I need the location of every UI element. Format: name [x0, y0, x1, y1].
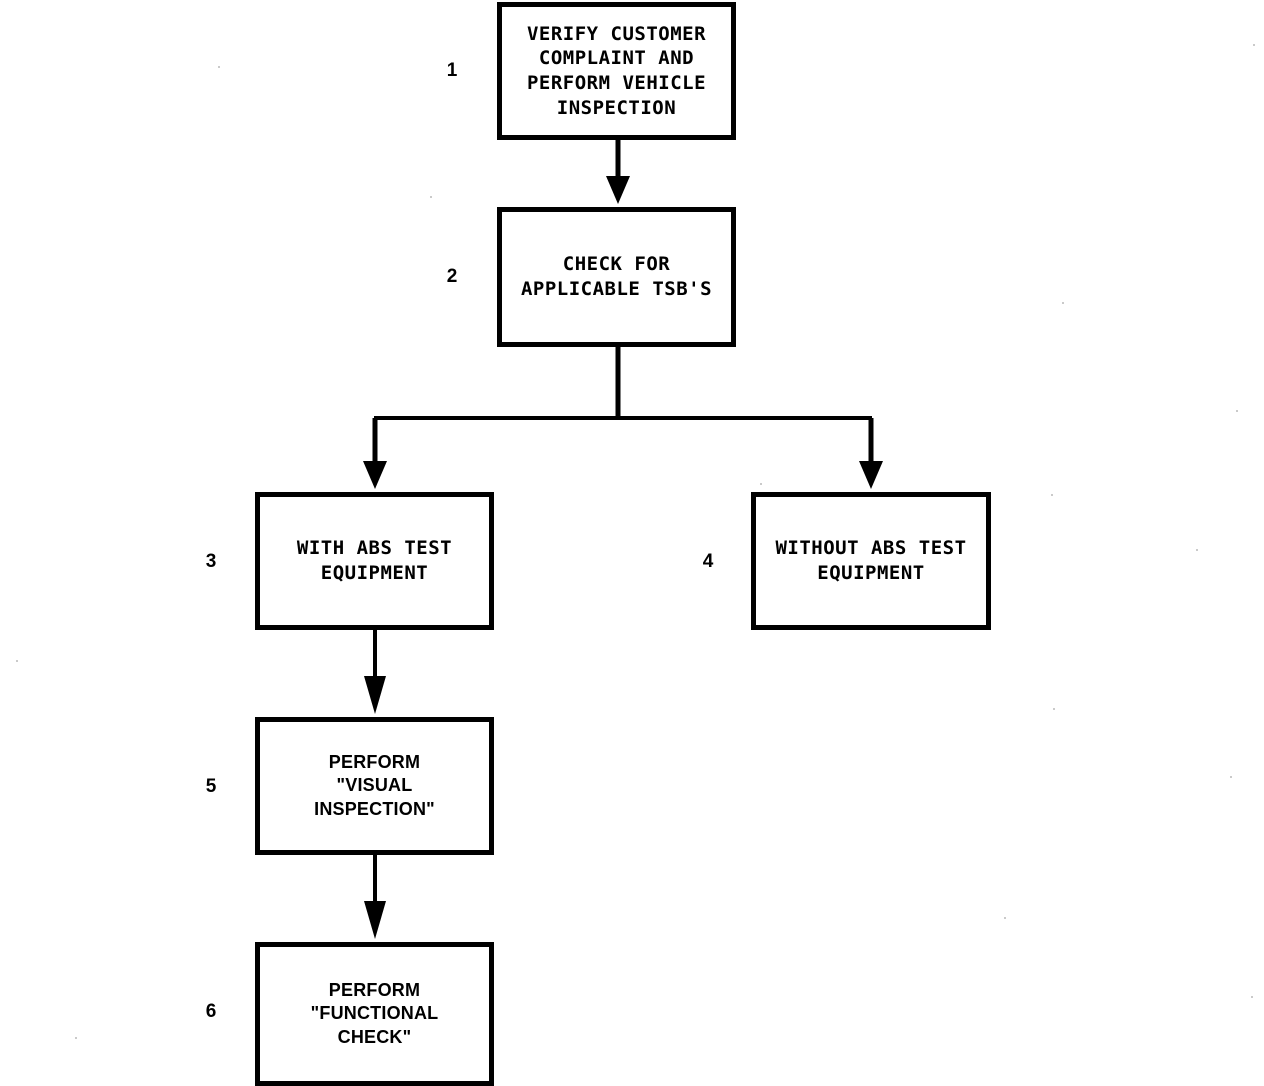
- step-number-1: 1: [446, 60, 458, 81]
- scan-speck: [218, 66, 220, 68]
- step-number-6: 6: [205, 1001, 217, 1022]
- scan-speck: [1230, 776, 1232, 778]
- process-box-1[interactable]: VERIFY CUSTOMER COMPLAINT AND PERFORM VE…: [497, 2, 736, 140]
- scan-speck: [760, 483, 762, 485]
- process-box-5[interactable]: PERFORM "VISUAL INSPECTION": [255, 717, 494, 855]
- scan-speck: [430, 196, 432, 198]
- step-number-4: 4: [702, 551, 714, 572]
- scan-speck: [1062, 302, 1064, 304]
- scan-speck: [1251, 996, 1253, 998]
- process-box-4[interactable]: WITHOUT ABS TEST EQUIPMENT: [751, 492, 991, 630]
- scan-speck: [1253, 44, 1255, 46]
- connector-5-to-6: [364, 855, 386, 939]
- connector-2-to-3: [363, 418, 387, 489]
- scan-speck: [1236, 410, 1238, 412]
- process-box-2-label: CHECK FOR APPLICABLE TSB'S: [520, 253, 713, 300]
- process-box-5-label: PERFORM "VISUAL INSPECTION": [314, 751, 435, 819]
- connector-2-branch-bus: [374, 347, 872, 420]
- process-box-6-label: PERFORM "FUNCTIONAL CHECK": [310, 979, 439, 1047]
- process-box-2[interactable]: CHECK FOR APPLICABLE TSB'S: [497, 207, 736, 347]
- connector-3-to-5: [364, 630, 386, 714]
- process-box-4-label: WITHOUT ABS TEST EQUIPMENT: [775, 537, 967, 584]
- process-box-3-label: WITH ABS TEST EQUIPMENT: [296, 537, 453, 584]
- step-number-3: 3: [205, 551, 217, 572]
- process-box-6[interactable]: PERFORM "FUNCTIONAL CHECK": [255, 942, 494, 1086]
- scan-speck: [75, 1037, 77, 1039]
- scan-speck: [1004, 917, 1006, 919]
- scan-speck: [1051, 494, 1053, 496]
- connector-1-to-2: [606, 140, 630, 204]
- scan-speck: [1053, 708, 1055, 710]
- step-number-2: 2: [446, 266, 458, 287]
- scan-speck: [1196, 549, 1198, 551]
- step-number-5: 5: [205, 776, 217, 797]
- process-box-1-label: VERIFY CUSTOMER COMPLAINT AND PERFORM VE…: [526, 22, 707, 119]
- process-box-3[interactable]: WITH ABS TEST EQUIPMENT: [255, 492, 494, 630]
- connector-2-to-4: [859, 418, 883, 489]
- scan-speck: [16, 660, 18, 662]
